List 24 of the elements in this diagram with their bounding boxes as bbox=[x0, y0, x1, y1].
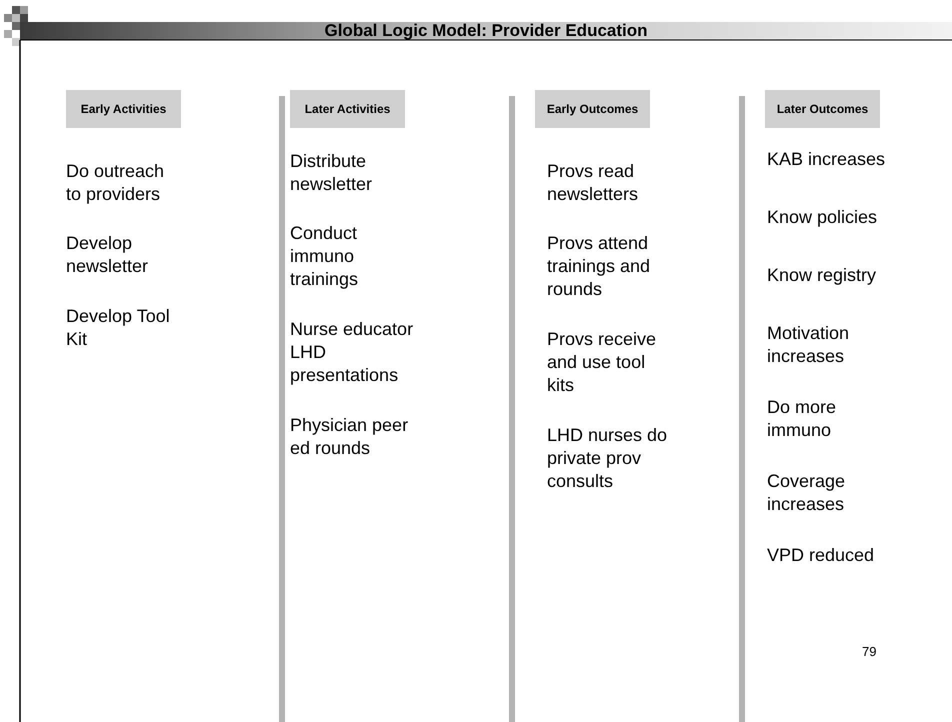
list-item: Motivation increases bbox=[767, 322, 850, 368]
list-item: LHD nurses do private prov consults bbox=[547, 424, 668, 493]
list-item: Know registry bbox=[767, 264, 878, 287]
list-item: Provs attend trainings and rounds bbox=[547, 232, 652, 301]
list-item: KAB increases bbox=[767, 148, 886, 171]
list-item: Physician peer ed rounds bbox=[290, 414, 410, 460]
list-item: Do more immuno bbox=[767, 396, 838, 442]
list-item: VPD reduced bbox=[767, 544, 876, 567]
column-header: Later Activities bbox=[290, 90, 405, 128]
list-item: Do outreach to providers bbox=[66, 160, 166, 206]
list-item: Nurse educator LHD presentations bbox=[290, 318, 414, 387]
list-item: Provs read newsletters bbox=[547, 160, 640, 206]
list-item: Distribute newsletter bbox=[290, 150, 374, 196]
column-header: Early Activities bbox=[66, 90, 181, 128]
list-item: Provs receive and use tool kits bbox=[547, 328, 658, 397]
list-item: Coverage increases bbox=[767, 470, 846, 516]
column-header: Early Outcomes bbox=[535, 90, 650, 128]
column-header: Later Outcomes bbox=[765, 90, 880, 128]
list-item: Know policies bbox=[767, 206, 878, 229]
page-number: 79 bbox=[862, 643, 878, 661]
list-item: Conduct immuno trainings bbox=[290, 222, 360, 291]
list-item: Develop newsletter bbox=[66, 232, 150, 278]
title: Global Logic Model: Provider Education bbox=[324, 21, 648, 40]
list-item: Develop Tool Kit bbox=[66, 305, 171, 351]
